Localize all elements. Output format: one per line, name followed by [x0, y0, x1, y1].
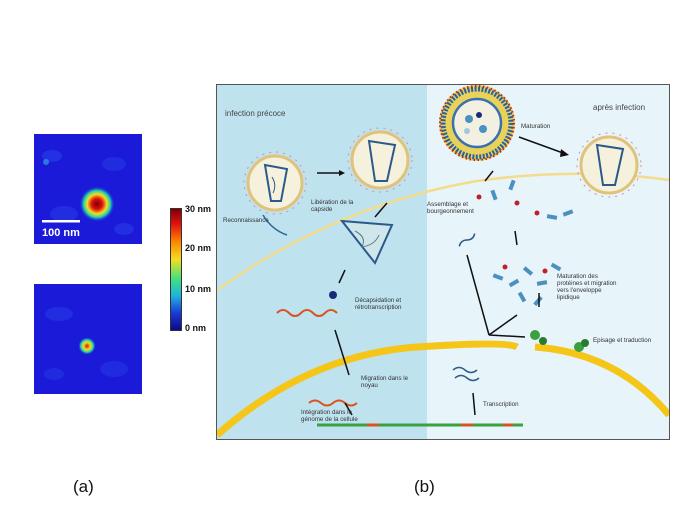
afm-image-top-canvas	[34, 134, 142, 244]
mrna-3	[458, 233, 476, 247]
free-capsid	[339, 219, 394, 265]
label-transcription: Transcription	[483, 401, 519, 408]
region-left-title: infection précoce	[225, 109, 286, 118]
label-epissage: Episage et traduction	[593, 337, 652, 344]
mrna-1	[452, 366, 478, 374]
colorbar	[170, 208, 182, 331]
arrow-5	[344, 402, 353, 416]
viral-dna	[308, 399, 358, 407]
arrow-to-proteins	[488, 314, 518, 336]
mrna-2	[454, 374, 480, 382]
panel-b-label: (b)	[414, 477, 435, 496]
arrow-8	[484, 170, 494, 182]
afm-particle-small	[78, 337, 96, 355]
colorbar-tick-0: 0 nm	[185, 323, 207, 333]
viral-rna	[276, 309, 338, 317]
afm-image-top: 100 nm	[34, 134, 142, 244]
afm-particle-large	[79, 186, 115, 222]
afm-image-bottom-canvas	[34, 284, 142, 394]
label-integration: Intégration dans le génome de la cellule	[301, 409, 358, 423]
label-maturation: Maturation	[521, 123, 551, 130]
arrow-7	[514, 230, 518, 246]
arrow-3	[338, 269, 346, 284]
hiv-lifecycle-canvas	[217, 85, 669, 439]
virion-fusion	[347, 127, 413, 193]
colorbar-tick-10: 10 nm	[185, 284, 212, 294]
label-maturation-proteines: Maturation des protéines et migration ve…	[557, 273, 617, 301]
budding-virion	[439, 85, 515, 161]
arrow-to-splicing	[488, 334, 526, 338]
receptor	[262, 214, 288, 236]
nuclear-envelope-left	[217, 340, 519, 438]
uncoated-complex	[329, 291, 337, 299]
label-migration-noyau: Migration dans le noyau	[361, 375, 409, 389]
protein-red-dots	[476, 194, 548, 274]
arrow-transcription	[472, 392, 476, 416]
region-right-title: après infection	[593, 103, 646, 112]
viral-proteins	[490, 179, 574, 307]
label-reconnaissance: Reconnaissance	[223, 217, 269, 224]
virion-reconnaissance	[243, 151, 307, 215]
arrow-4	[334, 329, 350, 376]
scale-bar-label: 100 nm	[42, 227, 80, 239]
afm-image-bottom	[34, 284, 142, 394]
panel-a-label: (a)	[73, 477, 94, 496]
ribosomes	[530, 330, 589, 352]
label-assemblage: Assemblage et bourgeonnement	[427, 201, 474, 215]
label-liberation: Libération de la capside	[311, 199, 354, 213]
arrow-to-membrane	[466, 254, 490, 336]
label-decapsidation: Décapsidation et rétrotranscription	[355, 297, 402, 311]
hiv-lifecycle-diagram: infection précoce après infection Reconn…	[216, 84, 670, 440]
arrow-maturation	[518, 136, 564, 154]
colorbar-tick-20: 20 nm	[185, 243, 212, 253]
arrow-2	[374, 202, 388, 218]
nuclear-envelope-right	[534, 343, 669, 418]
mature-virion	[576, 132, 642, 198]
colorbar-tick-30: 30 nm	[185, 204, 212, 214]
scale-bar	[42, 220, 80, 223]
